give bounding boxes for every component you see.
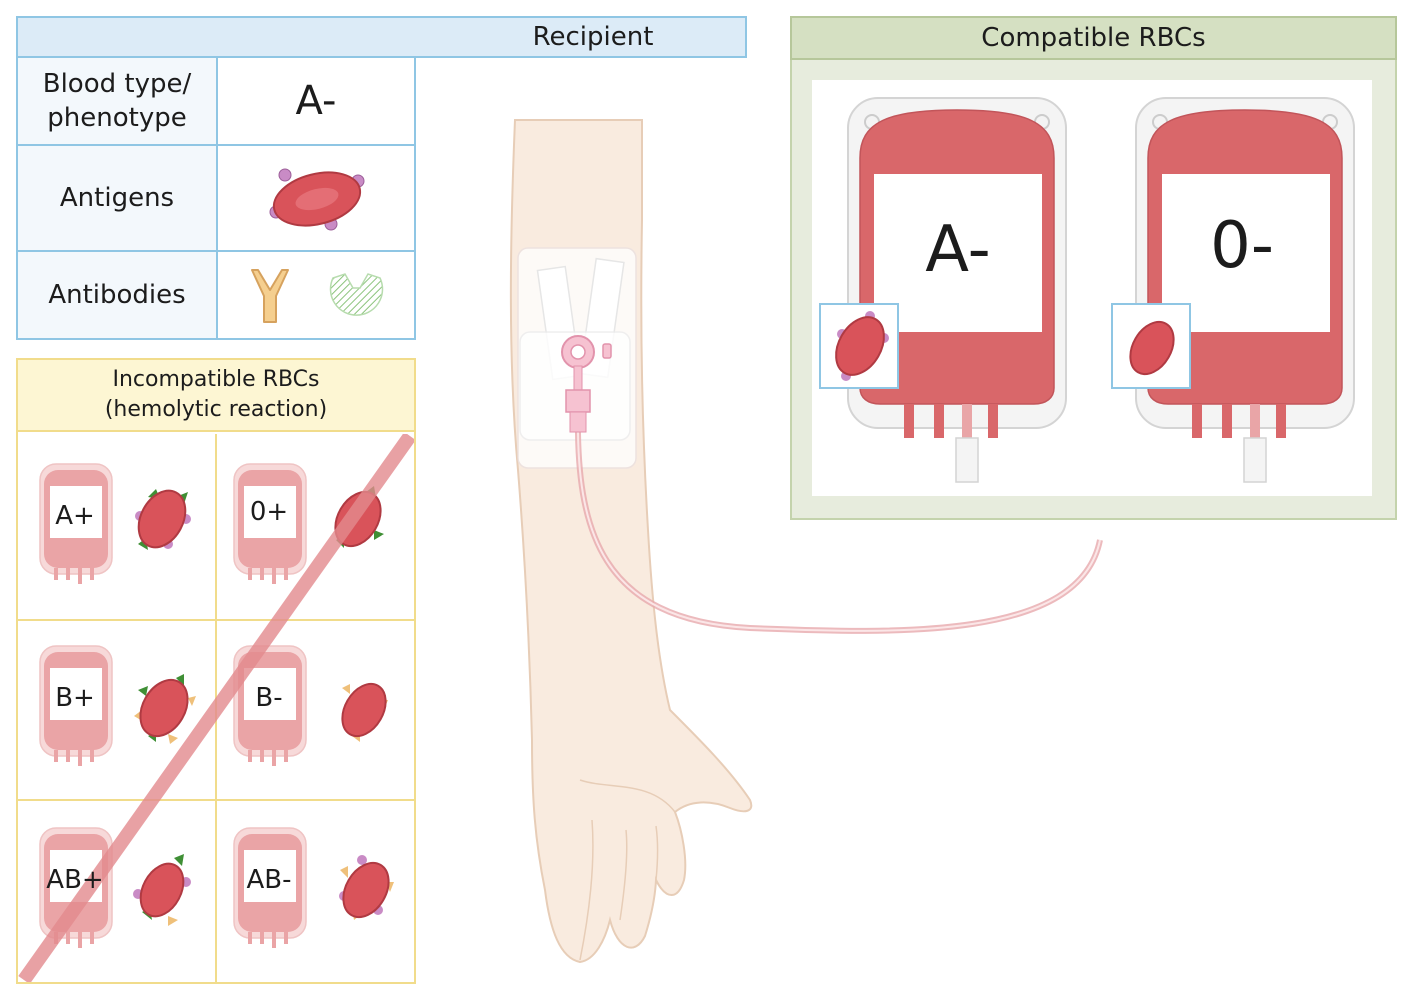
- bag-label-b-neg: B-: [255, 683, 283, 713]
- incompatible-cell-b-neg: [217, 621, 414, 801]
- recipient-table: Blood type/ phenotype A- Antigens Antibo…: [16, 58, 416, 340]
- incompatible-header: Incompatible RBCs (hemolytic reaction): [18, 360, 414, 432]
- rbc-inset-o-neg: [1111, 303, 1191, 389]
- red-blood-cell-icon: [339, 855, 394, 920]
- antigens-cell: [218, 146, 414, 252]
- red-blood-cell-icon: [269, 168, 365, 231]
- recipient-header-label: Recipient: [532, 22, 654, 52]
- incompatible-cell-a-pos: [18, 434, 217, 621]
- bag-label-o-neg: 0-: [1210, 209, 1274, 283]
- rbc-inset-a-neg: [819, 303, 899, 389]
- iv-catheter-icon: [561, 335, 612, 433]
- incompatible-graphics: [18, 434, 414, 982]
- blood-type-value: A-: [218, 58, 414, 146]
- incompatible-cell-o-pos: [217, 434, 414, 621]
- antibodies-label: Antibodies: [18, 252, 218, 338]
- antibodies-cell: [218, 252, 414, 338]
- incompatible-panel: [16, 358, 416, 984]
- compatible-header: Compatible RBCs: [790, 16, 1397, 60]
- antigens-label: Antigens: [18, 146, 218, 252]
- red-blood-cell-icon: [341, 682, 388, 742]
- blood-bag-icon: [1135, 97, 1355, 483]
- red-blood-cell-icon: [135, 489, 191, 550]
- bag-label-b-pos: B+: [55, 683, 95, 713]
- blood-type-label: Blood type/ phenotype: [18, 58, 218, 146]
- bag-label-a-pos: A+: [55, 501, 95, 531]
- recipient-header: Recipient: [16, 16, 747, 58]
- incompatible-cell-ab-pos: [18, 801, 217, 982]
- arm-icon: [509, 119, 1103, 964]
- red-blood-cell-icon: [134, 674, 196, 744]
- compatible-graphics: [819, 97, 1355, 483]
- y-shaped-antibody-icon: [251, 269, 289, 323]
- bag-label-a-neg: A-: [925, 213, 991, 287]
- bag-label-ab-neg: AB-: [246, 865, 292, 895]
- bag-label-o-pos: 0+: [249, 497, 289, 527]
- cross-out-line: [18, 434, 414, 982]
- hatched-antibody-icon: [329, 273, 384, 316]
- blood-bag-icon: [847, 97, 1067, 483]
- red-blood-cell-icon: [133, 854, 191, 926]
- bag-label-ab-pos: AB+: [46, 865, 104, 895]
